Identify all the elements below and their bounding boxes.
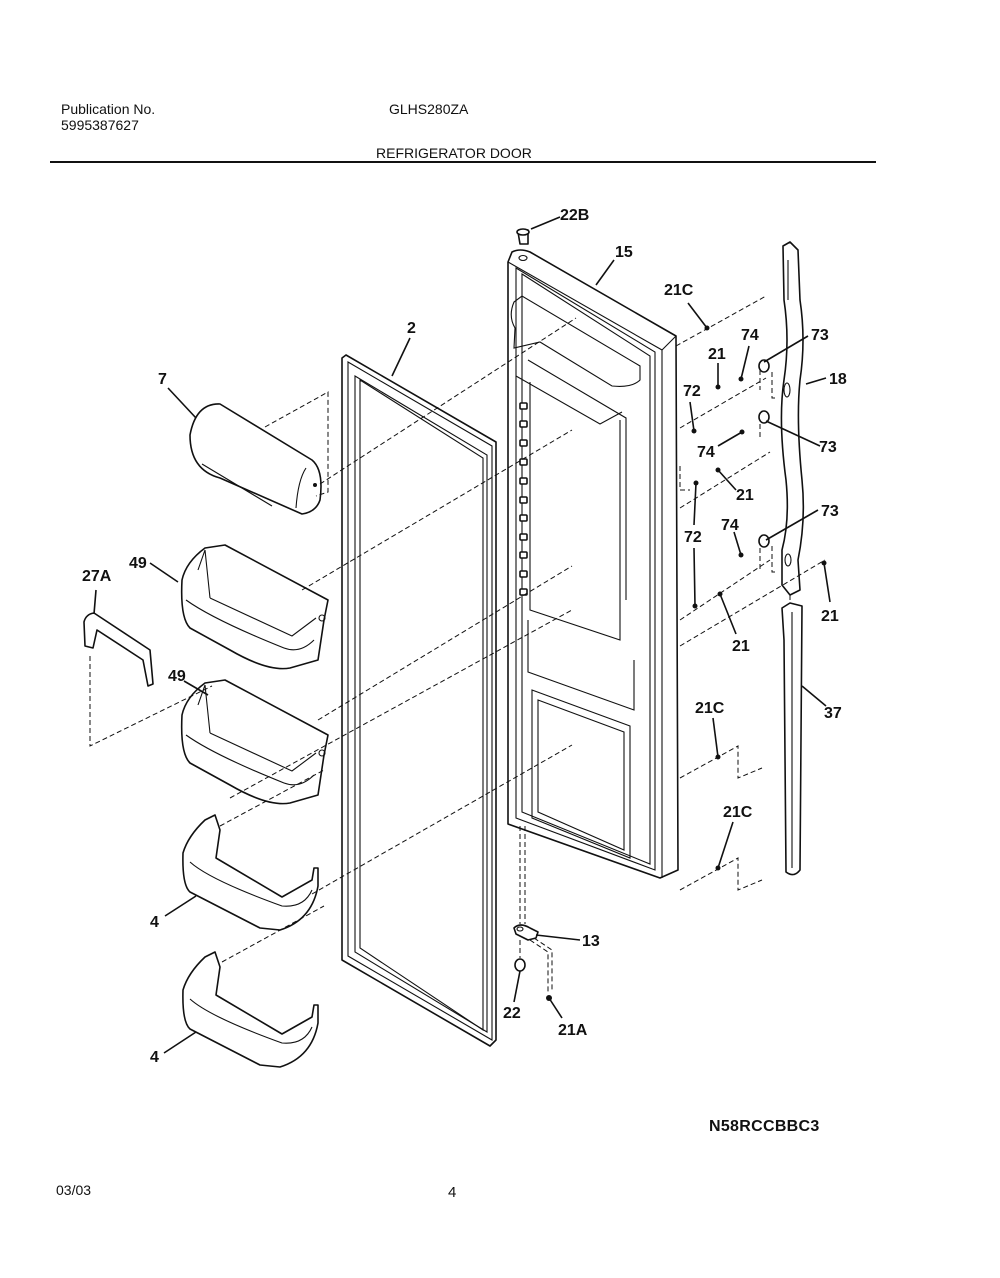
leader-lines [93,216,831,1054]
callout-74-a: 74 [741,327,759,344]
part-18-handle[interactable] [780,241,805,596]
callout-7: 7 [158,371,167,388]
publication-label: Publication No. [61,101,156,117]
part-2-door-gasket[interactable] [341,354,497,1047]
callout-49-b: 49 [168,668,186,685]
callout-21C-low: 21C [723,804,753,821]
callout-72-a: 72 [683,383,701,400]
callout-4-b: 4 [150,1049,159,1066]
part-4-door-bin-lower[interactable] [182,951,319,1068]
part-4-door-bin-upper[interactable] [182,814,319,931]
part-73-spacers[interactable] [758,359,770,548]
callout-21-c: 21 [732,638,750,655]
callout-72-b: 72 [684,529,702,546]
callout-37: 37 [824,705,842,722]
part-7-dairy-door[interactable] [189,403,322,515]
part-22-bushing[interactable] [514,958,526,972]
part-49-door-bin-upper[interactable] [180,544,329,670]
part-13-bottom-hinge[interactable] [513,924,539,941]
callout-73-c: 73 [821,503,839,520]
publication-date: 03/03 [56,1182,92,1198]
section-title: REFRIGERATOR DOOR [376,145,532,161]
publication-number: 5995387627 [61,117,139,133]
callout-2: 2 [407,320,416,337]
callout-21C-mid: 21C [695,700,725,717]
callout-21A: 21A [558,1022,588,1039]
part-27A-bin-retainer[interactable] [83,612,154,687]
callout-21-d: 21 [821,608,839,625]
callout-13: 13 [582,933,600,950]
callout-22: 22 [503,1005,521,1022]
assembly-lines [89,295,826,992]
screw-dots [691,325,827,871]
callout-4-a: 4 [150,914,159,931]
page-number: 4 [448,1184,457,1201]
callout-74-b: 74 [697,444,715,461]
callout-15: 15 [615,244,633,261]
callout-74-c: 74 [721,517,739,534]
part-37-handle-trim[interactable] [781,602,803,876]
callout-27A: 27A [82,568,112,585]
part-22B-bushing[interactable] [516,228,530,245]
callout-49-a: 49 [129,555,147,572]
shelf-pegs [519,402,528,596]
model-number: GLHS280ZA [389,101,469,117]
callout-22B: 22B [560,207,589,224]
diagram-code: N58RCCBBC3 [709,1118,820,1135]
callout-21C-top: 21C [664,282,694,299]
part-15-door-panel[interactable] [507,249,679,879]
callout-73-b: 73 [819,439,837,456]
callout-18: 18 [829,371,847,388]
part-49-door-bin-lower[interactable] [180,679,329,805]
callout-73-a: 73 [811,327,829,344]
callout-21-a: 21 [708,346,726,363]
callout-21-b: 21 [736,487,754,504]
header-divider [50,161,876,163]
